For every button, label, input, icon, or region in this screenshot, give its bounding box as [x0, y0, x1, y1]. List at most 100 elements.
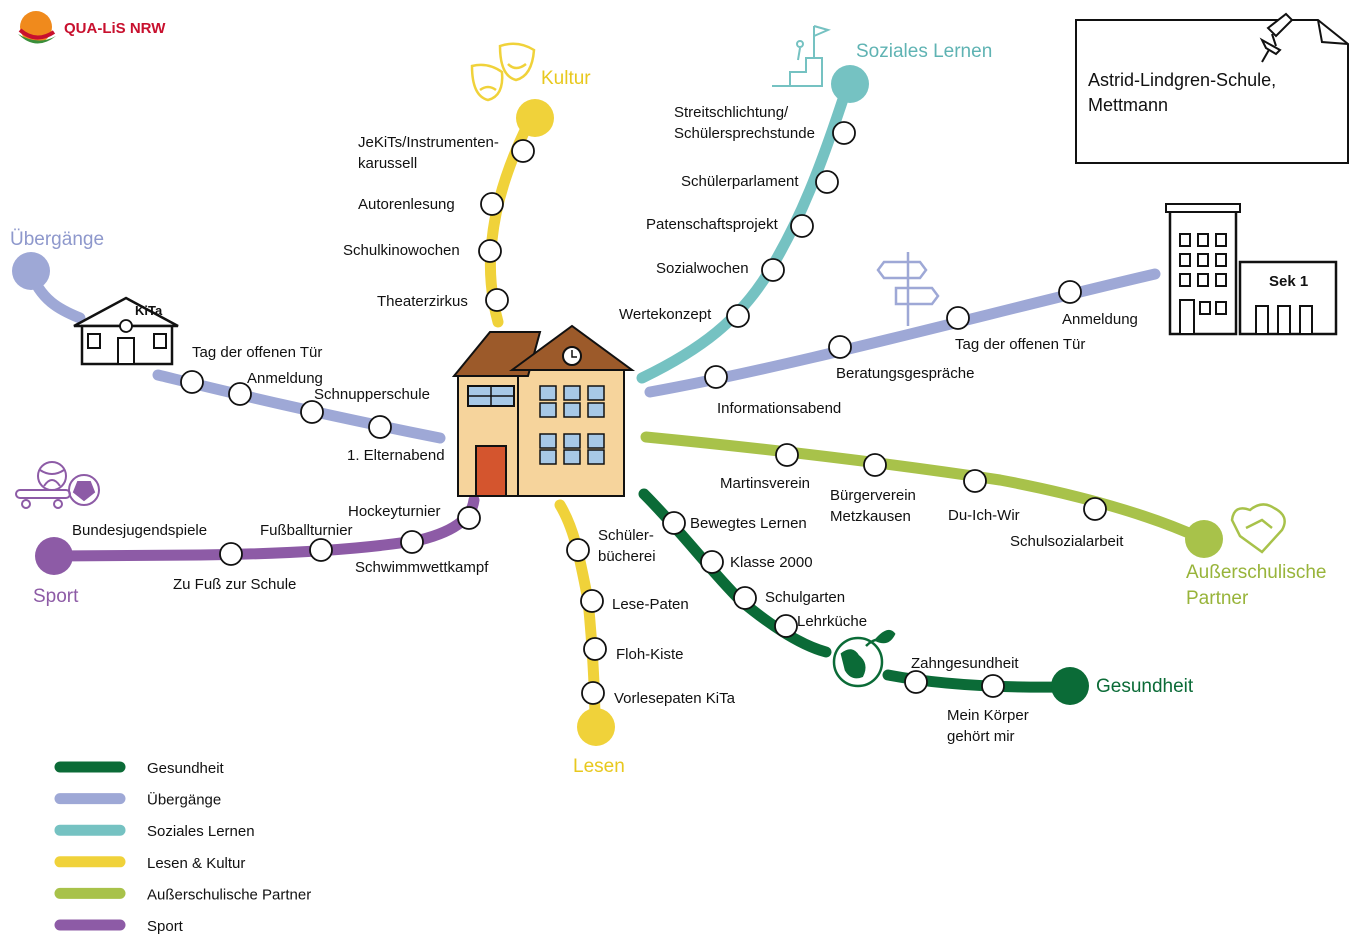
theater-masks-icon: [470, 42, 536, 102]
logo-arc-icon: [18, 28, 56, 40]
stop-sport: [309, 538, 333, 562]
stop-label: Sozialwochen: [656, 260, 749, 277]
stop-label: Schülerparlament: [681, 173, 799, 190]
stop-label: 1. Elternabend: [347, 447, 445, 464]
climbing-flag-icon: [772, 25, 831, 87]
stop-uebergaenge: [368, 415, 392, 439]
line-title-partner-1: Außerschulische: [1186, 562, 1326, 583]
stop-label: Lese-Paten: [612, 596, 689, 613]
legend-label: Soziales Lernen: [147, 823, 255, 840]
terminal-kultur: [516, 99, 554, 137]
qualis-logo: QUA-LiS NRW: [18, 11, 166, 44]
stop-label: Bewegtes Lernen: [690, 515, 807, 532]
stop-label: Patenschaftsprojekt: [646, 216, 779, 233]
globe-plant-icon: [832, 629, 896, 688]
terminal-lesen: [577, 708, 615, 746]
stop-partner: [1083, 497, 1107, 521]
stop-gesundheit: [733, 586, 757, 610]
stop-sport: [400, 530, 424, 554]
stop-label: Schnupperschule: [314, 386, 430, 403]
stop-sek: [828, 335, 852, 359]
stop-label: Floh-Kiste: [616, 646, 684, 663]
stop-lesen: [583, 637, 607, 661]
stop-label: Bürgerverein: [830, 487, 916, 504]
legend-label: Lesen & Kultur: [147, 855, 245, 872]
stop-label: Anmeldung: [1062, 311, 1138, 328]
note-line-1: Astrid-Lindgren-Schule,: [1088, 70, 1276, 90]
stop-label: Schwimmwettkampf: [355, 559, 489, 576]
stop-label: Informationsabend: [717, 400, 841, 417]
stop-kultur: [480, 192, 504, 216]
stop-partner: [863, 453, 887, 477]
line-title-lesen: Lesen: [573, 756, 625, 777]
stop-gesundheit: [662, 511, 686, 535]
line-title-kultur: Kultur: [541, 68, 591, 89]
legend-label: Außerschulische Partner: [147, 886, 311, 903]
stop-label: Theaterzirkus: [377, 293, 468, 310]
stop-sport: [219, 542, 243, 566]
kita-label: KiTa: [135, 303, 163, 318]
stop-partner: [963, 469, 987, 493]
legend-label: Gesundheit: [147, 760, 225, 777]
school-note-card: Astrid-Lindgren-Schule, Mettmann: [1075, 12, 1349, 164]
stop-kultur: [511, 139, 535, 163]
stop-label: Klasse 2000: [730, 554, 813, 571]
stop-label: Hockeyturnier: [348, 503, 441, 520]
note-line-2: Mettmann: [1088, 95, 1168, 115]
stop-sek: [946, 306, 970, 330]
stop-label: Mein Körper: [947, 707, 1029, 724]
stop-sport: [457, 506, 481, 530]
pushpin-icon: [1259, 12, 1294, 63]
line-title-partner-2: Partner: [1186, 588, 1249, 609]
note-fold-icon: [1317, 19, 1349, 45]
stop-label: Zahngesundheit: [911, 655, 1019, 672]
stop-uebergaenge: [228, 382, 252, 406]
line-title-soziales: Soziales Lernen: [856, 41, 992, 62]
stop-soziales: [832, 121, 856, 145]
sek1-label: Sek 1: [1269, 273, 1308, 290]
stop-label: karussell: [358, 155, 417, 172]
terminal-soziales: [831, 65, 869, 103]
stop-sek: [704, 365, 728, 389]
logo-hill-icon: [18, 34, 56, 44]
stop-label: Autorenlesung: [358, 196, 455, 213]
stop-label: Martinsverein: [720, 475, 810, 492]
stop-label: Lehrküche: [797, 613, 867, 630]
stop-label: Fußballturnier: [260, 522, 353, 539]
terminal-gesundheit: [1051, 667, 1089, 705]
stop-label: Schulsozialarbeit: [1010, 533, 1124, 550]
stop-soziales: [761, 258, 785, 282]
stop-soziales: [790, 214, 814, 238]
stop-partner: [775, 443, 799, 467]
stop-label: Du-Ich-Wir: [948, 507, 1020, 524]
line-title-uebergaenge: Übergänge: [10, 229, 104, 250]
kita-house-icon: KiTa: [73, 296, 179, 366]
stop-gesundheit: [700, 550, 724, 574]
terminal-uebergaenge: [12, 252, 50, 290]
signpost-icon: [876, 252, 940, 326]
stop-label: Tag der offenen Tür: [192, 344, 322, 361]
line-title-gesundheit: Gesundheit: [1096, 676, 1194, 697]
stop-gesundheit: [981, 674, 1005, 698]
legend-label: Sport: [147, 918, 184, 935]
terminal-partner: [1185, 520, 1223, 558]
stop-lesen: [566, 538, 590, 562]
stop-label: Tag der offenen Tür: [955, 336, 1085, 353]
stop-label: Beratungsgespräche: [836, 365, 974, 382]
stop-label: Schulkinowochen: [343, 242, 460, 259]
stop-label: Vorlesepaten KiTa: [614, 690, 736, 707]
stop-lesen: [581, 681, 605, 705]
stop-kultur: [478, 239, 502, 263]
stop-label: Schulgarten: [765, 589, 845, 606]
stop-soziales: [726, 304, 750, 328]
stop-label: JeKiTs/Instrumenten-: [358, 134, 499, 151]
stop-gesundheit: [774, 614, 798, 638]
stop-soziales: [815, 170, 839, 194]
logo-text: QUA-LiS NRW: [64, 20, 166, 37]
stop-uebergaenge: [180, 370, 204, 394]
stop-label: Schülersprechstunde: [674, 125, 815, 142]
stop-sek: [1058, 280, 1082, 304]
school-building-icon: [451, 324, 636, 497]
